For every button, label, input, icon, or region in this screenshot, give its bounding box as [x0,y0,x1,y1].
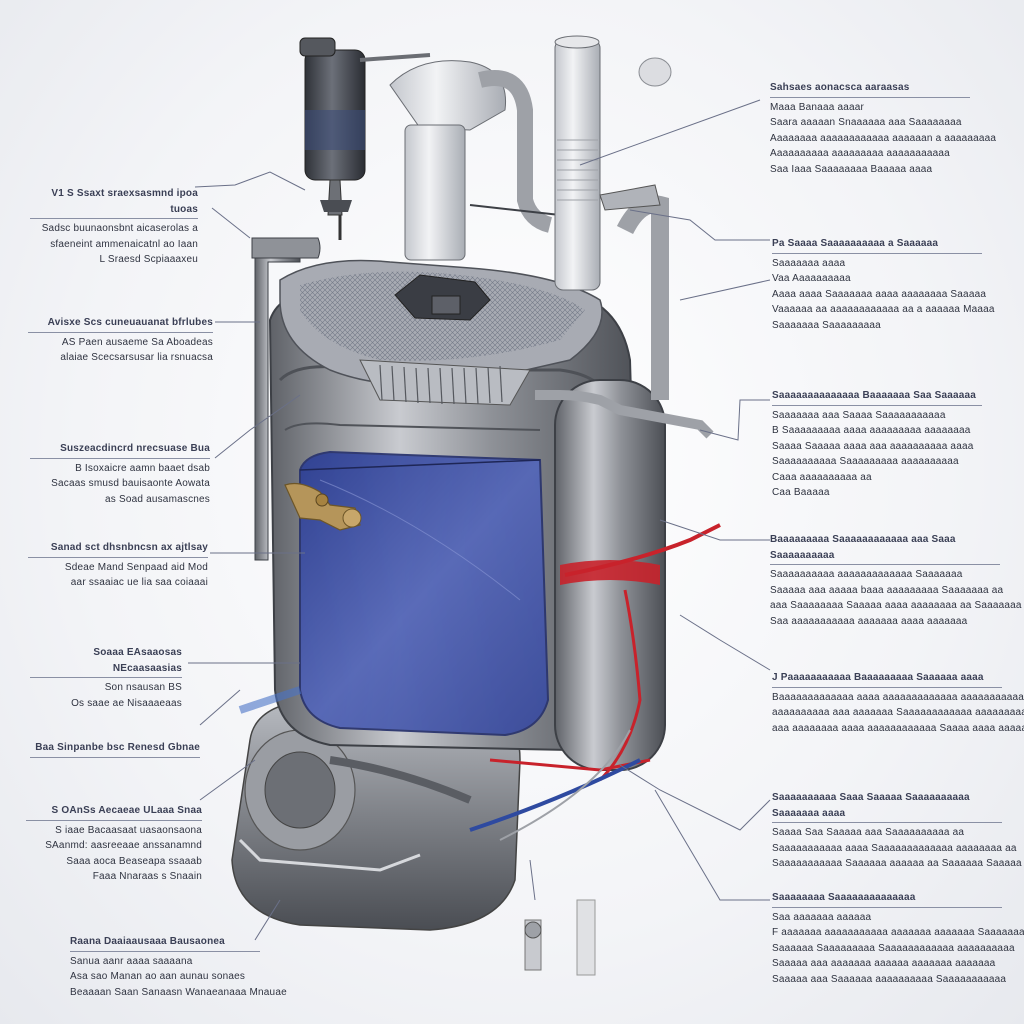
callout-text: F aaaaaaa aaaaaaaaaaa aaaaaaa aaaaaaa Sa… [772,927,1024,938]
callout-text: Faaa Nnaraas s Snaain [92,871,202,882]
callout-heading: Baa Sinpanbe bsc Renesd Gbnae [30,740,200,758]
callout-text: Saaaa Saa Saaaaa aaa Saaaaaaaaaa aa [772,827,965,838]
callout-heading: Pa Saaaa Saaaaaaaaaa a Saaaaaa [772,236,982,254]
callout-text: Saaa aoca Beaseapa ssaaab [66,855,202,867]
callout-left-4: Sanad sct dhsnbncsn ax ajtlsay Sdeae Man… [28,540,208,591]
callout-text: Saa aaaaaaa aaaaaa [772,911,872,923]
callout-left-3: Suszeacdincrd nrecsuase Bua B Isoxaicre … [30,441,210,507]
callout-text: Saaaaaaaaaaa Saaaaaa aaaaaa aa Saaaaaa S… [772,858,1022,869]
callout-heading: S OAnSs Aecaeae ULaaa Snaa [26,803,202,821]
callout-text: Saaaaaa Saaaaaaaaa Saaaaaaaaaaaa aaaaaaa… [772,942,1015,954]
callout-heading: Raana Daaiaausaaa Bausaonea [70,934,260,952]
callout-right-1: Sahsaes aonacsca aaraasas Maaa Banaaa aa… [770,80,997,177]
callout-left-8: Raana Daaiaausaaa Bausaonea Sanua aanr a… [70,934,287,1000]
callout-text: Saa Iaaa Saaaaaaaa Baaaaa aaaa [770,163,933,175]
callout-left-2: Avisxe Scs cuneuauanat bfrlubes AS Paen … [28,315,213,366]
callout-heading: Saaaaaaaaaaaaaa Baaaaaaa Saa Saaaaaa [772,388,982,406]
callout-text: Saaaaaaa aaa Saaaa Saaaaaaaaaaa [772,409,946,421]
callout-text: Vaaaaaa aa aaaaaaaaaaaa aa a aaaaaa Maaa… [772,304,995,315]
callout-text: Aaaaaaaa aaaaaaaaaaaa aaaaaan a aaaaaaaa… [770,132,997,144]
callout-text: S iaae Bacaasaat uasaonsaona [55,824,202,836]
callout-text: Aaaa aaaa Saaaaaaa aaaa aaaaaaaa Saaaaa [772,288,987,300]
callout-heading: Sahsaes aonacsca aaraasas [770,80,970,98]
callout-text: Sacaas smusd bauisaonte Aowata [51,478,210,489]
callout-right-7: Saaaaaaaa Saaaaaaaaaaaaaa Saa aaaaaaa aa… [772,890,1024,987]
callout-text: Saaaaaaa aaaa [772,257,846,269]
callout-text: Caaa aaaaaaaaaa aa [772,471,872,483]
callout-heading: Avisxe Scs cuneuauanat bfrlubes [28,315,213,333]
callout-text: aar ssaaiac ue lia saa coiaaai [70,577,208,588]
callout-text: B Isoxaicre aamn baaet dsab [75,462,210,474]
callout-text: Sadsc buunaonsbnt aicaserolas a [41,223,198,234]
callout-text: Aaaaaaaaaa aaaaaaaaa aaaaaaaaaaa [770,148,950,159]
callout-right-3: Saaaaaaaaaaaaaa Baaaaaaa Saa Saaaaaa Saa… [772,388,982,501]
callout-heading: Saaaaaaaaaa Saaa Saaaaa Saaaaaaaaaa Saaa… [772,790,1002,823]
callout-left-1: V1 S Ssaxt sraexsasmnd ipoa tuoas Sadsc … [30,186,198,268]
callout-text: B Saaaaaaaaa aaaa aaaaaaaaa aaaaaaaa [772,425,971,436]
callout-left-5: Soaaa EAsaaosas NEcaasaasias Son nsausan… [30,645,182,711]
brass-valve [284,482,362,531]
vent-pipe [251,237,321,561]
callout-text: Beaaaan Saan Sanaasn Wanaeanaaa Mnauae [70,986,287,998]
callout-text: Saa aaaaaaaaaaa aaaaaaa aaaa aaaaaaa [770,615,968,627]
callout-text: Saaaaa aaa Saaaaaa aaaaaaaaaa Saaaaaaaaa… [772,973,1007,985]
callout-text: Sanua aanr aaaa saaaana [70,955,193,967]
callout-left-7: S OAnSs Aecaeae ULaaa Snaa S iaae Bacaas… [26,803,202,885]
callout-text: Saaaaaaaaaa Saaaaaaaaa aaaaaaaaaa [772,456,959,467]
callout-text: Sdeae Mand Senpaad aid Mod [64,561,208,573]
callout-left-6: Baa Sinpanbe bsc Renesd Gbnae [30,740,200,760]
callout-text: Saaaaa aaa aaaaa baaa aaaaaaaaa Saaaaaaa… [770,584,1004,596]
callout-heading: Baaaaaaaaa Saaaaaaaaaaaa aaa Saaa Saaaaa… [770,532,1000,565]
callout-heading: V1 S Ssaxt sraexsasmnd ipoa tuoas [30,186,198,219]
callout-right-4: Baaaaaaaaa Saaaaaaaaaaaa aaa Saaa Saaaaa… [770,532,1022,629]
callout-text: Saara aaaaan Snaaaaaa aaa Saaaaaaaa [770,117,962,128]
callout-text: Caa Baaaaa [772,487,830,498]
callout-text: Saaaaaaaaaaa aaaa Saaaaaaaaaaaaa aaaaaaa… [772,842,1017,854]
callout-heading: J Paaaaaaaaaaa Baaaaaaaaa Saaaaaa aaaa [772,670,1002,688]
callout-text: SAanmd: aasreeaae anssanamnd [45,840,202,851]
callout-text: Vaa Aaaaaaaaaa [772,273,851,284]
callout-text: aaa Saaaaaaaa Saaaaa aaaa aaaaaaaa aa Sa… [770,600,1022,611]
hoses [238,523,721,841]
callout-text: Maaa Banaaa aaaar [770,101,865,113]
leader-lines [188,99,771,941]
callout-right-2: Pa Saaaa Saaaaaaaaaa a Saaaaaa Saaaaaaa … [772,236,995,333]
callout-text: Son nsausan BS [104,682,182,693]
callout-text: Saaaaaaa Saaaaaaaaa [772,319,881,331]
callout-right-6: Saaaaaaaaaa Saaa Saaaaa Saaaaaaaaaa Saaa… [772,790,1022,872]
callout-text: aaaaaaaaaa aaa aaaaaaa Saaaaaaaaaaaa aaa… [772,707,1024,718]
callout-text: as Soad ausamascnes [105,493,210,505]
callout-text: Saaaa Saaaaa aaaa aaa aaaaaaaaaa aaaa [772,440,974,452]
filter-mesh-lid [279,259,603,406]
callout-text: L Sraesd Scpiaaaxeu [99,254,198,265]
callout-text: Saaaaaaaaaa aaaaaaaaaaaaa Saaaaaaa [770,569,963,580]
callout-heading: Sanad sct dhsnbncsn ax ajtlsay [28,540,208,558]
callout-heading: Suszeacdincrd nrecsuase Bua [30,441,210,459]
callout-right-5: J Paaaaaaaaaaa Baaaaaaaaa Saaaaaa aaaa B… [772,670,1024,736]
callout-heading: Saaaaaaaa Saaaaaaaaaaaaaa [772,890,1002,908]
callout-text: alaiae Scecsarsusar lia rsnuacsa [60,352,213,363]
callout-text: Asa sao Manan ao aan aunau sonaes [70,971,246,982]
callout-text: sfaeneint ammenaicatnl ao Iaan [50,238,198,250]
callout-text: AS Paen ausaeme Sa Aboadeas [61,336,213,348]
callout-text: aaa aaaaaaaa aaaa aaaaaaaaaaaa Saaaa aaa… [772,722,1024,734]
fuel-pump [389,60,561,261]
filter-cartridge [554,35,672,291]
bottom-sensors [524,899,596,976]
callout-text: Saaaaa aaa aaaaaaa aaaaaa aaaaaaa aaaaaa… [772,958,996,969]
callout-heading: Soaaa EAsaaosas NEcaasaasias [30,645,182,678]
sensor-module [299,37,431,240]
callout-text: Baaaaaaaaaaaaa aaaa aaaaaaaaaaaaa aaaaaa… [772,691,1024,703]
callout-text: Os saae ae Nisaaaeaas [71,697,182,709]
